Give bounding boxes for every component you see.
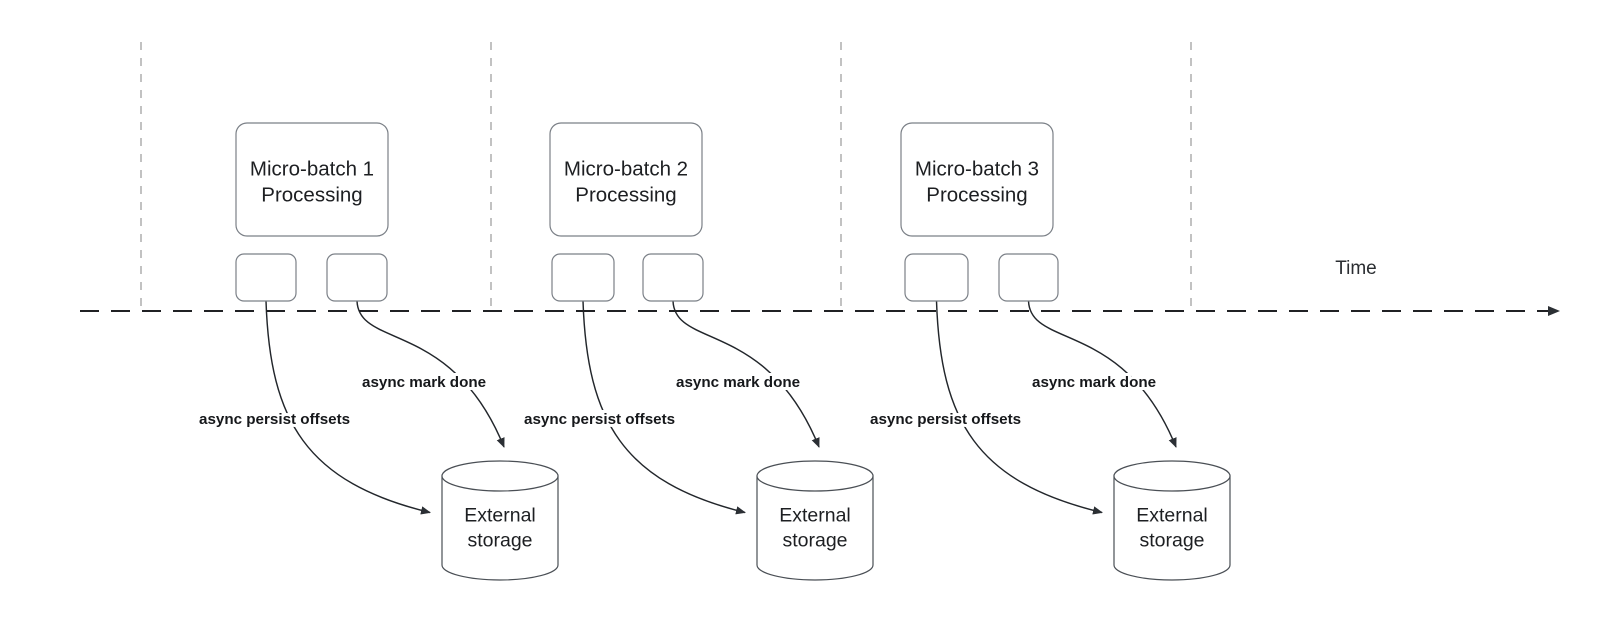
task-box-left[interactable] <box>235 253 297 302</box>
time-axis-label: Time <box>1335 258 1377 279</box>
async-persist-offsets-label: async persist offsets <box>524 411 675 428</box>
async-persist-offsets-arrow <box>935 300 1103 515</box>
async-persist-offsets-arrow <box>582 300 746 515</box>
async-persist-offsets-arrow <box>265 300 431 515</box>
async-mark-done-label: async mark done <box>1032 374 1156 391</box>
async-mark-done-label: async mark done <box>362 374 486 391</box>
storage-label-line2: storage <box>467 530 532 552</box>
storage-label-line1: External <box>464 505 536 527</box>
task-box-right[interactable] <box>642 253 704 302</box>
task-box-left[interactable] <box>551 253 615 302</box>
process-box-title: Micro-batch 2 <box>564 158 688 181</box>
task-box-left[interactable] <box>904 253 969 302</box>
flow-curves-layer <box>265 300 1177 515</box>
process-box[interactable] <box>549 122 703 237</box>
annotations-layer: async persist offsets async mark done asyn… <box>196 371 1159 431</box>
process-box[interactable] <box>900 122 1054 237</box>
process-box[interactable] <box>235 122 389 237</box>
storage-label-line1: External <box>1136 505 1208 527</box>
async-mark-done-arrow <box>1027 300 1177 448</box>
storage-cylinder-body <box>1113 475 1231 581</box>
process-box-subtitle: Processing <box>261 184 362 207</box>
async-mark-done-arrow <box>672 300 820 448</box>
storage-cylinder-top <box>756 460 874 492</box>
async-mark-done-arrow <box>356 300 505 448</box>
task-box-right[interactable] <box>326 253 388 302</box>
shapes-layer: Micro-batch 1ProcessingExternalstorageMi… <box>235 122 1231 581</box>
storage-cylinder-top <box>1113 460 1231 492</box>
process-box-subtitle: Processing <box>926 184 1027 207</box>
storage-cylinder-body <box>441 475 559 581</box>
process-box-title: Micro-batch 3 <box>915 158 1039 181</box>
timeline-layer: Time <box>80 258 1560 316</box>
storage-cylinder-top <box>441 460 559 492</box>
storage-cylinder-body <box>756 475 874 581</box>
async-persist-offsets-label: async persist offsets <box>870 411 1021 428</box>
tick-lines-layer <box>140 42 1192 312</box>
process-box-subtitle: Processing <box>575 184 676 207</box>
storage-label-line1: External <box>779 505 851 527</box>
task-box-right[interactable] <box>998 253 1059 302</box>
storage-label-line2: storage <box>1139 530 1204 552</box>
async-persist-offsets-label: async persist offsets <box>199 411 350 428</box>
process-box-title: Micro-batch 1 <box>250 158 374 181</box>
storage-label-line2: storage <box>782 530 847 552</box>
async-mark-done-label: async mark done <box>676 374 800 391</box>
